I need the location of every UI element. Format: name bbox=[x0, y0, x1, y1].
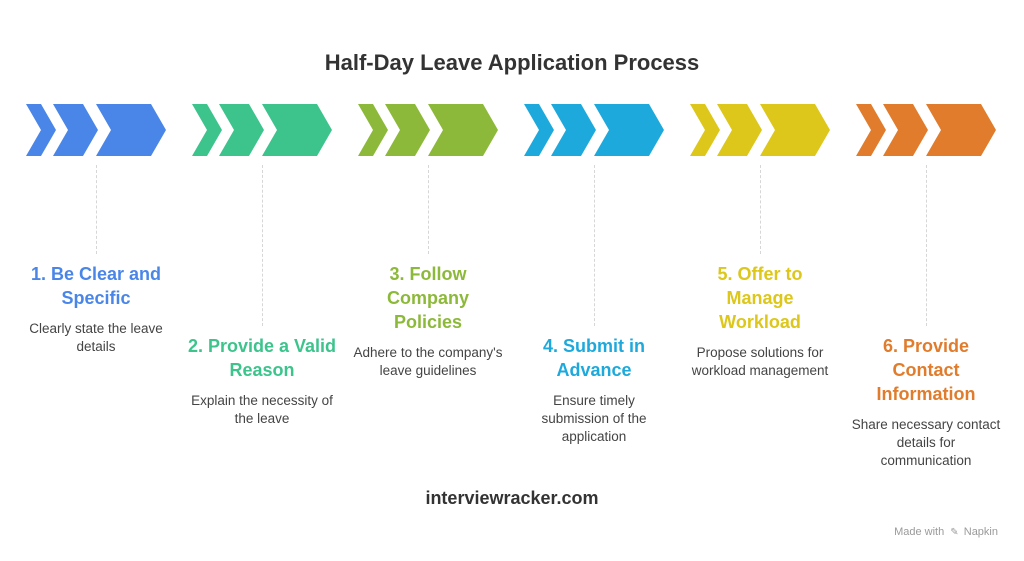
step-6-arrows bbox=[856, 104, 998, 156]
chevron-arrow-icon bbox=[760, 104, 830, 156]
chevron-arrow-icon bbox=[883, 104, 928, 156]
chevron-arrow-icon bbox=[219, 104, 264, 156]
made-with-credit[interactable]: Made with ✎ Napkin bbox=[894, 526, 998, 538]
step-description: Propose solutions for workload managemen… bbox=[691, 345, 829, 378]
connector-line bbox=[926, 165, 927, 326]
chevron-arrow-icon bbox=[428, 104, 498, 156]
chevron-arrow-icon bbox=[717, 104, 762, 156]
step-title: 4. Submit in Advance bbox=[542, 336, 645, 380]
step-title: 2. Provide a Valid Reason bbox=[187, 336, 337, 380]
step-3-arrows bbox=[358, 104, 500, 156]
chevron-arrow-icon bbox=[385, 104, 430, 156]
step-description: Clearly state the leave details bbox=[29, 321, 163, 354]
step-title: 3. Follow Company Policies bbox=[386, 264, 469, 332]
credit-prefix: Made with bbox=[894, 526, 945, 538]
diagram-title: Half-Day Leave Application Process bbox=[324, 50, 700, 75]
credit-brand: Napkin bbox=[963, 526, 998, 538]
connector-line bbox=[594, 165, 595, 326]
chevron-arrow-icon bbox=[594, 104, 664, 156]
chevron-arrow-icon bbox=[96, 104, 166, 156]
step-4-arrows bbox=[524, 104, 666, 156]
step-title: 1. Be Clear and Specific bbox=[30, 264, 162, 308]
step-description: Explain the necessity of the leave bbox=[191, 393, 333, 426]
step-5-arrows bbox=[690, 104, 832, 156]
connector-line bbox=[760, 165, 761, 254]
chevron-arrow-icon bbox=[192, 104, 222, 156]
chevron-arrow-icon bbox=[926, 104, 996, 156]
site-footer[interactable]: interviewracker.com bbox=[425, 488, 599, 508]
step-title: 6. Provide Contact Information bbox=[876, 336, 976, 404]
step-2-arrows bbox=[192, 104, 334, 156]
step-description: Share necessary contact details for comm… bbox=[851, 417, 1001, 468]
napkin-icon: ✎ bbox=[950, 527, 959, 538]
step-description: Ensure timely submission of the applicat… bbox=[541, 393, 647, 444]
chevron-arrow-icon bbox=[551, 104, 596, 156]
chevron-arrow-icon bbox=[262, 104, 332, 156]
connector-line bbox=[96, 165, 97, 254]
connector-line bbox=[262, 165, 263, 326]
step-description: Adhere to the company's leave guidelines bbox=[353, 345, 503, 378]
step-title: 5. Offer to Manage Workload bbox=[717, 264, 803, 332]
chevron-arrow-icon bbox=[358, 104, 388, 156]
chevron-arrow-icon bbox=[26, 104, 56, 156]
chevron-arrow-icon bbox=[53, 104, 98, 156]
connector-line bbox=[428, 165, 429, 254]
chevron-arrow-icon bbox=[690, 104, 720, 156]
step-1-arrows bbox=[26, 104, 168, 156]
chevron-arrow-icon bbox=[856, 104, 886, 156]
chevron-arrow-icon bbox=[524, 104, 554, 156]
